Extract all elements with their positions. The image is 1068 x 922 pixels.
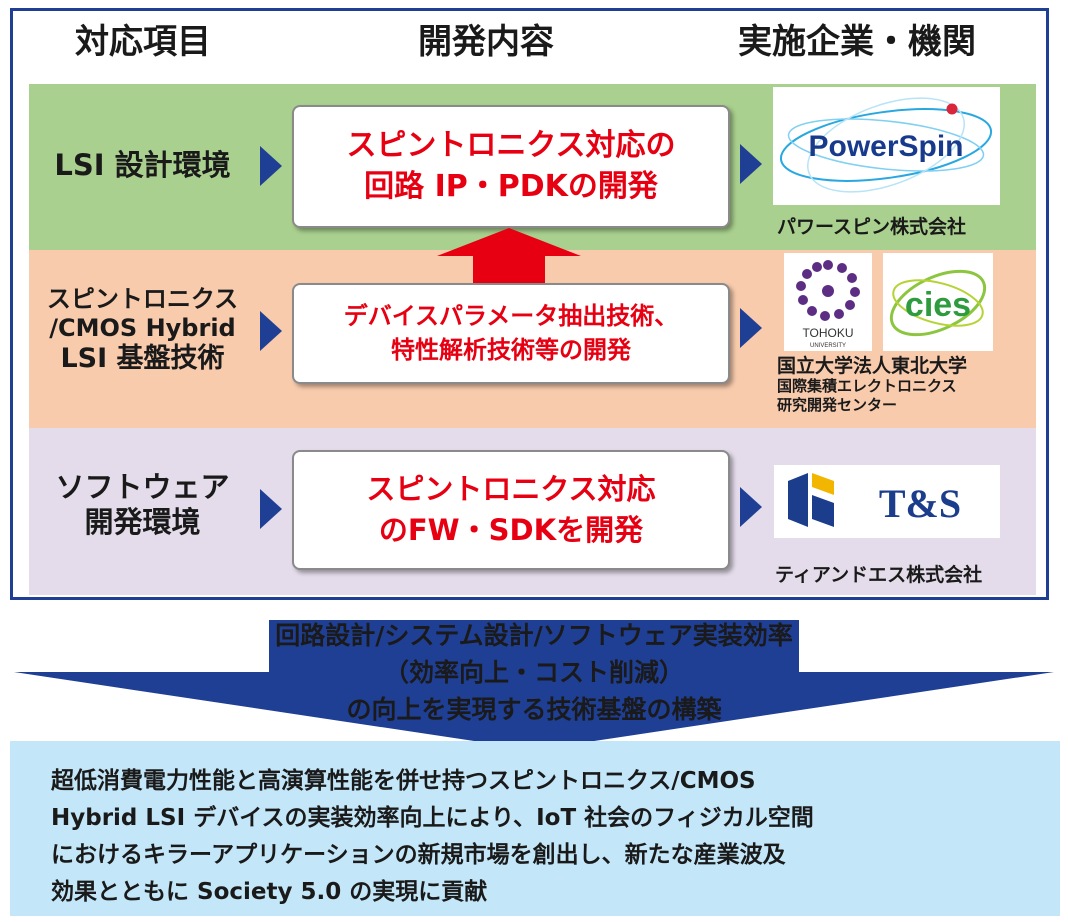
header-item: 対応項目 [75,22,211,62]
powerspin-logo: PowerSpin [773,87,1000,205]
content-box-software: スピントロニクス対応 のFW・SDKを開発 [292,450,730,570]
arrow-right-icon [740,308,762,348]
org-caption-tohoku: 国立大学法人東北大学 国際集積エレクトロニクス 研究開発センター [777,355,968,414]
cies-logo: cies [883,253,993,351]
flow-text-line-3: の向上を実現する技術基盤の構築 [346,695,722,724]
svg-text:cies: cies [905,286,971,324]
result-line: Hybrid LSI デバイスの実装効率向上により、IoT 社会のフィジカル空間 [51,805,814,831]
svg-text:TOHOKU: TOHOKU [802,326,853,340]
header-org: 実施企業・機関 [738,22,976,62]
flow-arrow [14,620,1054,750]
item-label-lsi-design: LSI 設計環境 [54,148,231,182]
content-box-lsi-design: スピントロニクス対応の 回路 IP・PDKの開発 [292,105,730,228]
flow-text-line-1: 回路設計/システム設計/ソフトウェア実装効率 [275,621,793,650]
svg-text:PowerSpin: PowerSpin [808,130,963,163]
arrow-right-icon [260,489,282,529]
ts-logo: T&S [774,465,1000,538]
tohoku-university-logo: TOHOKU UNIVERSITY [784,253,872,351]
arrow-up-icon [437,228,581,284]
arrow-right-icon [740,144,762,184]
arrow-right-icon [740,487,762,527]
content-box-lsi-foundation: デバイスパラメータ抽出技術、 特性解析技術等の開発 [292,283,730,384]
svg-text:UNIVERSITY: UNIVERSITY [810,343,846,349]
item-label-lsi-foundation: スピントロニクス /CMOS Hybrid LSI 基盤技術 [46,285,239,374]
arrow-right-icon [260,311,282,351]
result-line: 効果とともに Society 5.0 の実現に貢献 [51,879,488,905]
result-line: におけるキラーアプリケーションの新規市場を創出し、新たな産業波及 [51,842,786,868]
org-caption-ts: ティアンドエス株式会社 [775,564,983,586]
result-box: 超低消費電力性能と高演算性能を併せ持つスピントロニクス/CMOS Hybrid … [10,741,1060,916]
org-caption-powerspin: パワースピン株式会社 [777,216,967,238]
item-label-software: ソフトウェア 開発環境 [55,470,230,539]
result-line: 超低消費電力性能と高演算性能を併せ持つスピントロニクス/CMOS [51,768,756,794]
svg-text:T&S: T&S [879,481,961,526]
flow-text-line-2: （効率向上・コスト削減） [383,658,684,687]
header-content: 開発内容 [418,22,554,62]
arrow-right-icon [260,146,282,186]
